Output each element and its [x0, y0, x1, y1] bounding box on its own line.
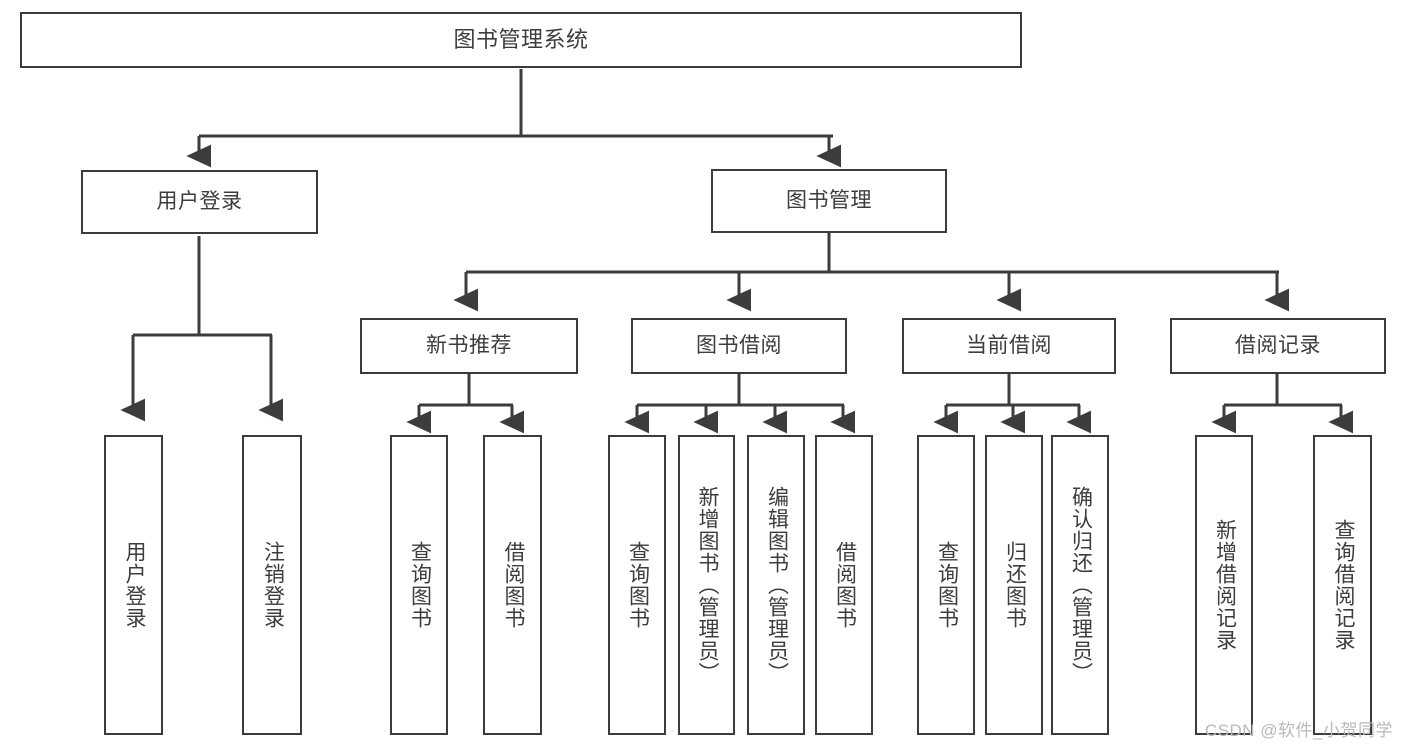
leaf-logout[interactable]: 注销登录 — [242, 435, 302, 735]
leaf-add-book[interactable]: 新增图书（管理员） — [678, 435, 735, 735]
node-label: 新书推荐 — [426, 334, 512, 358]
leaf-confirm-return[interactable]: 确认归还（管理员） — [1051, 435, 1109, 735]
leaf-query-borrow-record[interactable]: 查询借阅记录 — [1313, 435, 1372, 735]
node-book-manage[interactable]: 图书管理 — [711, 169, 947, 233]
leaf-borrow-book-recommend[interactable]: 借阅图书 — [483, 435, 542, 735]
node-new-book-recommend[interactable]: 新书推荐 — [360, 318, 578, 374]
leaf-edit-book[interactable]: 编辑图书（管理员） — [747, 435, 805, 735]
node-label: 图书管理系统 — [453, 26, 589, 52]
leaf-return-book[interactable]: 归还图书 — [985, 435, 1043, 735]
node-label: 查询图书 — [626, 541, 650, 629]
watermark-text: CSDN @软件_小贺同学 — [1204, 721, 1393, 740]
node-current-borrow[interactable]: 当前借阅 — [902, 318, 1116, 374]
leaf-user-login[interactable]: 用户登录 — [104, 435, 163, 735]
node-label: 用户登录 — [156, 190, 243, 214]
node-label: 新增图书（管理员） — [695, 486, 719, 684]
node-label: 图书借阅 — [696, 334, 782, 358]
leaf-add-borrow-record[interactable]: 新增借阅记录 — [1195, 435, 1253, 735]
node-label: 图书管理 — [786, 189, 872, 213]
node-root-system[interactable]: 图书管理系统 — [20, 12, 1022, 68]
node-label: 查询图书 — [408, 541, 432, 629]
node-label: 当前借阅 — [966, 334, 1052, 358]
node-label: 借阅图书 — [833, 541, 857, 629]
leaf-query-book-borrow[interactable]: 查询图书 — [608, 435, 666, 735]
node-label: 查询借阅记录 — [1331, 519, 1355, 651]
leaf-query-book-current[interactable]: 查询图书 — [917, 435, 975, 735]
node-label: 借阅图书 — [501, 541, 525, 629]
node-label: 查询图书 — [935, 541, 959, 629]
node-user-login[interactable]: 用户登录 — [81, 170, 318, 234]
node-label: 确认归还（管理员） — [1069, 486, 1093, 684]
node-book-borrow[interactable]: 图书借阅 — [631, 318, 847, 374]
node-label: 注销登录 — [261, 541, 285, 629]
node-borrow-record[interactable]: 借阅记录 — [1170, 318, 1386, 374]
leaf-borrow-book[interactable]: 借阅图书 — [815, 435, 873, 735]
node-label: 借阅记录 — [1235, 334, 1321, 358]
leaf-query-book-recommend[interactable]: 查询图书 — [390, 435, 448, 735]
node-label: 用户登录 — [122, 541, 146, 629]
node-label: 归还图书 — [1003, 541, 1027, 629]
node-label: 编辑图书（管理员） — [765, 486, 789, 684]
node-label: 新增借阅记录 — [1213, 519, 1237, 651]
